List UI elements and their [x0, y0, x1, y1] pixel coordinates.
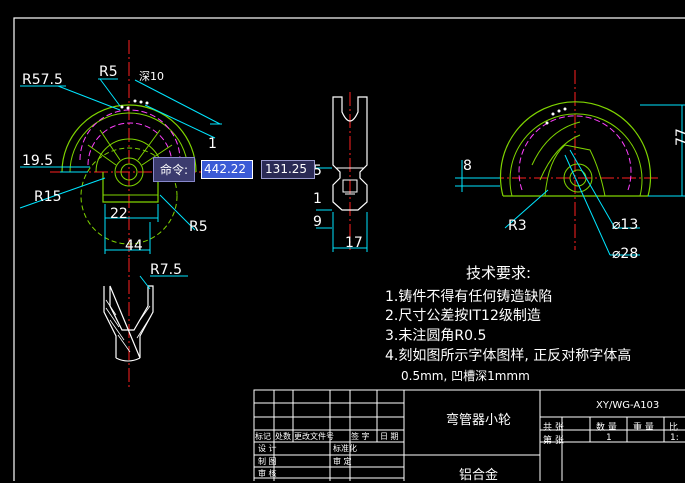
header-change-doc: 更改文件号 — [294, 432, 334, 441]
header-date: 日 期 — [380, 432, 399, 441]
tech-requirement-1: 1.铸件不得有任何铸造缺陷 — [385, 289, 553, 305]
sheet-number: 第 张 — [543, 436, 564, 446]
dim-five: 5 — [313, 163, 322, 179]
part-name: 弯管器小轮 — [446, 413, 512, 428]
dim-19-5: 19.5 — [22, 153, 53, 169]
drawing-border — [13, 17, 685, 481]
tech-requirement-5: 0.5mm, 凹槽深1mmm — [401, 369, 530, 383]
tech-requirement-2: 2.尺寸公差按IT12级制造 — [385, 308, 541, 324]
dim-r5-top: R5 — [99, 64, 118, 80]
header-signature: 签 字 — [351, 432, 370, 441]
tech-requirement-3: 3.未注圆角R0.5 — [385, 328, 487, 344]
dim-r3: R3 — [508, 218, 527, 234]
row-draw: 制 图 — [258, 457, 277, 466]
material: 铝合金 — [459, 468, 499, 483]
header-count: 处数 — [275, 432, 291, 441]
tech-requirements-title: 技术要求: — [466, 264, 532, 282]
row-approve: 审 定 — [333, 457, 352, 466]
dim-r7-5: R7.5 — [150, 262, 182, 278]
dim-phi13: ⌀13 — [612, 217, 638, 233]
scale-label: 比 — [669, 423, 679, 433]
dim-eight: 8 — [463, 158, 472, 174]
scale-value: 1: — [670, 433, 679, 443]
tech-requirement-4: 4.刻如图所示字体图样, 正反对称字体高 — [385, 348, 632, 364]
dim-77: 77 — [674, 128, 685, 146]
row-check: 审 核 — [258, 469, 277, 478]
command-input-overlay[interactable]: 命令: 442.22 131.25 — [153, 157, 316, 182]
y-coordinate-input[interactable]: 131.25 — [261, 160, 316, 179]
front-view — [19, 40, 222, 258]
dim-r15: R15 — [34, 189, 62, 205]
total-sheets: 共 张 — [543, 423, 564, 433]
dim-44: 44 — [125, 238, 143, 254]
quantity-value: 1 — [606, 433, 612, 443]
rear-view — [455, 70, 685, 256]
quantity-label: 数 量 — [596, 423, 617, 433]
section-detail — [103, 258, 188, 390]
dim-seventeen: 17 — [345, 235, 363, 251]
row-standard: 标准化 — [333, 444, 357, 453]
dim-r575: R57.5 — [22, 72, 63, 88]
drawing-number: XY/WG-A103 — [596, 400, 660, 411]
side-view — [316, 92, 368, 252]
row-design: 设 计 — [258, 444, 277, 453]
dim-depth10: 深10 — [139, 70, 164, 83]
dim-r5-bottom: R5 — [189, 219, 208, 235]
dim-22: 22 — [110, 206, 128, 222]
dim-one-top: 1 — [208, 136, 217, 152]
dim-one-mid: 1 — [313, 191, 322, 207]
header-mark: 标记 — [255, 432, 271, 441]
title-block-lines — [253, 389, 685, 481]
dim-nine: 9 — [313, 214, 322, 230]
weight-label: 重 量 — [633, 423, 654, 433]
dim-phi28: ⌀28 — [612, 246, 638, 262]
x-coordinate-input[interactable]: 442.22 — [201, 160, 254, 179]
command-label: 命令: — [153, 157, 196, 182]
